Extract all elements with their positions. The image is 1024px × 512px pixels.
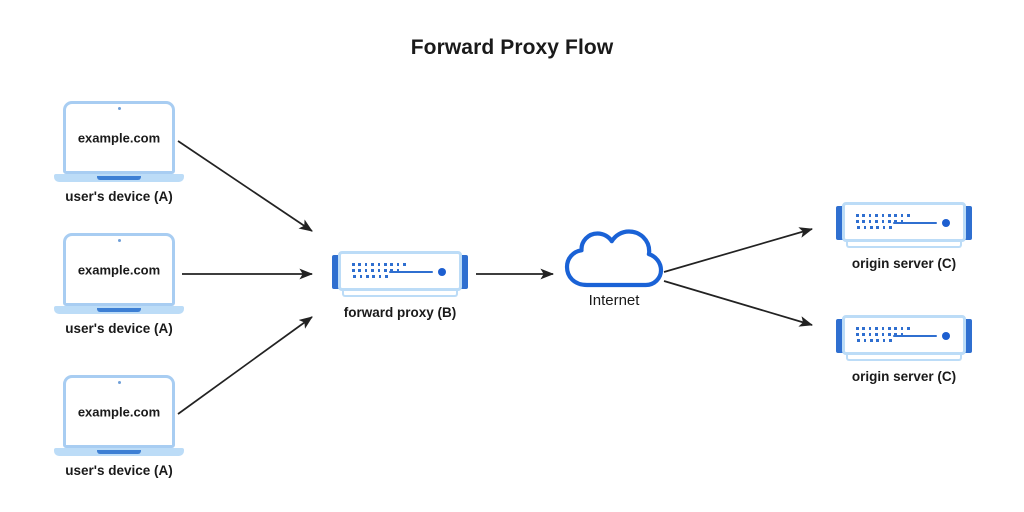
server-body	[842, 202, 966, 242]
laptop-trackpad-notch	[97, 307, 141, 312]
client-screen-text-2: example.com	[77, 262, 161, 277]
page-title: Forward Proxy Flow	[410, 36, 614, 59]
server-indicator-line	[893, 222, 937, 224]
forward-proxy-label: forward proxy (B)	[343, 305, 457, 320]
origin-server-label-2: origin server (C)	[851, 369, 957, 384]
arrow-client3-to-proxy	[177, 316, 313, 415]
server-shelf	[846, 351, 962, 361]
arrow-internet-to-origin1	[663, 227, 813, 273]
laptop-screen-bezel: example.com	[63, 101, 175, 174]
server-tab-left	[836, 206, 847, 240]
server-indicator-line	[893, 335, 937, 337]
origin-server-label-1: origin server (C)	[851, 256, 957, 271]
server-led-icon	[942, 219, 950, 227]
arrow-internet-to-origin2	[663, 280, 813, 327]
server-vents-icon	[352, 263, 414, 283]
client-device-3[interactable]: example.com user's device (A)	[54, 375, 184, 478]
server-vents-icon	[856, 327, 918, 347]
internet-label: Internet	[588, 292, 640, 309]
client-screen-text-3: example.com	[77, 404, 161, 419]
cloud-icon	[564, 229, 664, 288]
internet-cloud-node[interactable]: Internet	[564, 228, 664, 309]
server-shelf	[342, 287, 458, 297]
webcam-icon	[117, 239, 121, 242]
laptop-screen-bezel: example.com	[63, 233, 175, 306]
arrow-client1-to-proxy	[177, 140, 313, 232]
client-device-1[interactable]: example.com user's device (A)	[54, 101, 184, 204]
webcam-icon	[117, 381, 121, 384]
server-vents-icon	[856, 214, 918, 234]
laptop-screen-bezel: example.com	[63, 375, 175, 448]
server-body	[842, 315, 966, 355]
webcam-icon	[117, 107, 121, 110]
server-tab-right	[961, 319, 972, 353]
client-screen-text-1: example.com	[77, 130, 161, 145]
client-device-label-3: user's device (A)	[65, 463, 173, 478]
forward-proxy-node[interactable]: forward proxy (B)	[332, 249, 468, 320]
server-tab-right	[457, 255, 468, 289]
origin-server-2[interactable]: origin server (C)	[836, 313, 972, 384]
server-indicator-line	[389, 271, 433, 273]
server-tab-right	[961, 206, 972, 240]
client-device-label-1: user's device (A)	[65, 189, 173, 204]
laptop-trackpad-notch	[97, 449, 141, 454]
server-tab-left	[332, 255, 343, 289]
client-device-label-2: user's device (A)	[65, 321, 173, 336]
server-led-icon	[942, 332, 950, 340]
server-led-icon	[438, 268, 446, 276]
origin-server-1[interactable]: origin server (C)	[836, 200, 972, 271]
client-device-2[interactable]: example.com user's device (A)	[54, 233, 184, 336]
server-shelf	[846, 238, 962, 248]
server-tab-left	[836, 319, 847, 353]
laptop-trackpad-notch	[97, 175, 141, 180]
server-body	[338, 251, 462, 291]
